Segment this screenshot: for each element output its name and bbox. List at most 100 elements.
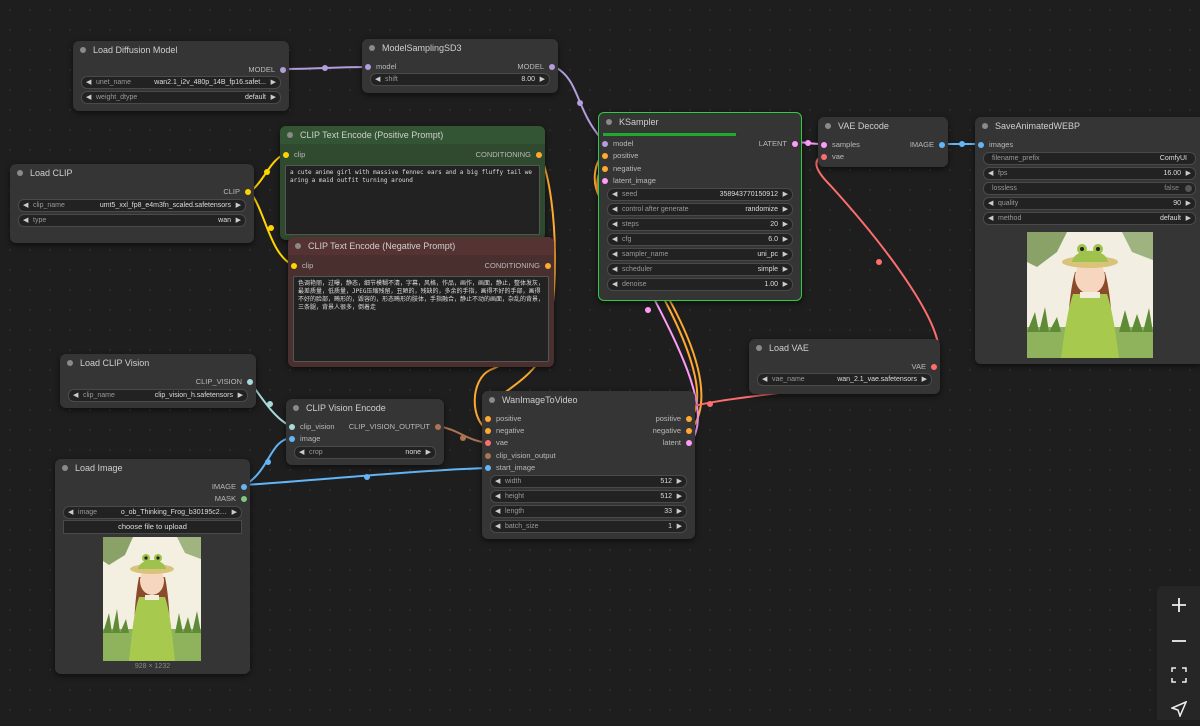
collapse-dot[interactable]	[295, 243, 301, 249]
node-title[interactable]: SaveAnimatedWEBP	[975, 117, 1200, 135]
arrow-left-icon[interactable]: ◀	[612, 236, 618, 243]
slot-dot[interactable]	[280, 66, 286, 73]
input-clip[interactable]: clip	[280, 149, 305, 160]
slot-dot[interactable]	[485, 439, 491, 446]
slot-dot[interactable]	[686, 439, 692, 446]
node-title[interactable]: CLIP Text Encode (Positive Prompt)	[280, 126, 545, 144]
arrow-right-icon[interactable]: ▶	[676, 478, 682, 485]
arrow-left-icon[interactable]: ◀	[988, 170, 994, 177]
input-image[interactable]: image	[286, 433, 320, 444]
slot-dot[interactable]	[602, 140, 608, 147]
arrow-right-icon[interactable]: ▶	[782, 281, 788, 288]
arrow-left-icon[interactable]: ◀	[495, 493, 501, 500]
slot-dot[interactable]	[602, 165, 608, 172]
node-title[interactable]: ModelSamplingSD3	[362, 39, 558, 57]
slot-dot[interactable]	[978, 141, 984, 148]
output-image[interactable]: IMAGE	[910, 139, 948, 150]
arrow-right-icon[interactable]: ▶	[235, 217, 241, 224]
arrow-left-icon[interactable]: ◀	[612, 221, 618, 228]
arrow-left-icon[interactable]: ◀	[86, 79, 92, 86]
arrow-right-icon[interactable]: ▶	[921, 376, 927, 383]
arrow-left-icon[interactable]: ◀	[612, 251, 618, 258]
slot-dot[interactable]	[536, 151, 542, 158]
collapse-dot[interactable]	[982, 123, 988, 129]
arrow-right-icon[interactable]: ▶	[782, 236, 788, 243]
collapse-dot[interactable]	[825, 123, 831, 129]
input-negative[interactable]: negative	[482, 425, 524, 436]
input-clip[interactable]: clip	[288, 260, 313, 271]
arrow-left-icon[interactable]: ◀	[988, 200, 994, 207]
output-clip[interactable]: CLIP	[223, 186, 254, 197]
input-clip-vision-output[interactable]: clip_vision_output	[482, 450, 556, 461]
arrow-right-icon[interactable]: ▶	[237, 392, 243, 399]
slot-dot[interactable]	[485, 464, 491, 471]
output-clip-vision[interactable]: CLIP_VISION	[196, 376, 256, 387]
node-clip-text-encode-positive[interactable]: CLIP Text Encode (Positive Prompt) clip …	[280, 126, 545, 240]
input-negative[interactable]: negative	[599, 163, 641, 174]
output-model[interactable]: MODEL	[248, 64, 289, 75]
node-vae-decode[interactable]: VAE Decode samples IMAGE vae	[818, 117, 948, 167]
node-title[interactable]: Load CLIP Vision	[60, 354, 256, 372]
arrow-right-icon[interactable]: ▶	[782, 206, 788, 213]
input-clip-vision[interactable]: clip_vision	[286, 421, 335, 432]
arrow-right-icon[interactable]: ▶	[782, 251, 788, 258]
node-clip-text-encode-negative[interactable]: CLIP Text Encode (Negative Prompt) clip …	[288, 237, 554, 367]
slot-dot[interactable]	[247, 378, 253, 385]
input-vae[interactable]: vae	[818, 151, 844, 162]
input-vae[interactable]: vae	[482, 437, 508, 448]
slot-dot[interactable]	[549, 63, 555, 70]
arrow-right-icon[interactable]: ▶	[270, 79, 276, 86]
fit-view-button[interactable]	[1157, 658, 1200, 692]
node-title[interactable]: CLIP Vision Encode	[286, 399, 444, 417]
slot-dot[interactable]	[485, 415, 491, 422]
node-title[interactable]: Load Image	[55, 459, 250, 477]
arrow-left-icon[interactable]: ◀	[299, 449, 305, 456]
arrow-right-icon[interactable]: ▶	[782, 266, 788, 273]
arrow-right-icon[interactable]: ▶	[231, 509, 237, 516]
input-positive[interactable]: positive	[482, 413, 521, 424]
arrow-right-icon[interactable]: ▶	[425, 449, 431, 456]
slot-dot[interactable]	[365, 63, 371, 70]
arrow-left-icon[interactable]: ◀	[612, 281, 618, 288]
output-mask[interactable]: MASK	[215, 493, 250, 504]
slot-dot[interactable]	[792, 140, 798, 147]
prompt-textarea[interactable]: 色调艳丽，过曝，静态，细节模糊不清，字幕，风格，作品，画作，画面，静止，整体发灰…	[293, 276, 549, 362]
arrow-right-icon[interactable]: ▶	[676, 523, 682, 530]
output-positive[interactable]: positive	[656, 413, 695, 424]
node-title[interactable]: KSampler	[599, 113, 801, 131]
arrow-right-icon[interactable]: ▶	[539, 76, 545, 83]
arrow-left-icon[interactable]: ◀	[495, 508, 501, 515]
node-title[interactable]: Load CLIP	[10, 164, 254, 182]
arrow-right-icon[interactable]: ▶	[1185, 170, 1191, 177]
input-positive[interactable]: positive	[599, 150, 638, 161]
input-images[interactable]: images	[975, 139, 1013, 150]
output-model[interactable]: MODEL	[517, 61, 558, 72]
slot-dot[interactable]	[821, 153, 827, 160]
node-title[interactable]: Load VAE	[749, 339, 940, 357]
locate-button[interactable]	[1157, 692, 1200, 726]
choose-file-button[interactable]: choose file to upload	[63, 520, 242, 534]
arrow-right-icon[interactable]: ▶	[235, 202, 241, 209]
arrow-left-icon[interactable]: ◀	[68, 509, 74, 516]
node-title[interactable]: VAE Decode	[818, 117, 948, 135]
slot-dot[interactable]	[821, 141, 827, 148]
arrow-left-icon[interactable]: ◀	[612, 206, 618, 213]
